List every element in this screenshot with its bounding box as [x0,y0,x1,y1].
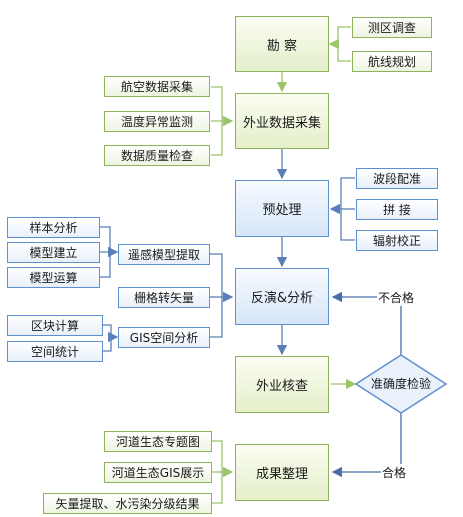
analysis-method-label: 遥感模型提取 [127,248,200,262]
connector-preprocess-tasks [329,177,355,241]
collection-input: 数据质量检查 [104,145,210,166]
connector-survey-tasks [328,26,351,62]
analysis-method-label: 栅格转矢量 [133,291,194,305]
preprocess-task: 辐射校正 [356,230,438,251]
output-item-label: 河道生态GIS展示 [111,466,205,480]
model-task: 模型运算 [7,267,100,288]
collection-input: 温度异常监测 [104,111,210,132]
model-task-label: 样本分析 [29,221,78,235]
step-field-check: 外业核查 [235,356,329,413]
output-item-label: 河道生态专题图 [115,435,200,449]
pass-label: 合格 [381,464,408,481]
step-inversion: 反演&分析 [235,268,329,325]
output-item: 河道生态GIS展示 [104,462,212,483]
preprocess-task-label: 辐射校正 [372,234,421,248]
fail-label: 不合格 [377,289,416,306]
analysis-method: 遥感模型提取 [118,244,210,265]
analysis-method: GIS空间分析 [118,327,210,348]
gis-task-label: 空间统计 [30,345,79,359]
preprocess-task: 拼 接 [356,199,438,220]
collection-input: 航空数据采集 [104,76,210,97]
analysis-method: 栅格转矢量 [118,287,210,308]
connector-outputs [212,440,234,504]
decision-label: 准确度检验 [370,376,431,391]
decision-diamond [354,354,448,414]
step-inversion-label: 反演&分析 [250,291,314,306]
step-preprocess-label: 预处理 [262,203,302,218]
preprocess-task: 波段配准 [356,168,438,189]
survey-task-label: 航线规划 [367,55,416,69]
output-item: 河道生态专题图 [104,431,212,452]
gis-task: 空间统计 [7,341,103,362]
step-field-check-label: 外业核查 [255,379,308,394]
step-survey: 勘 察 [235,16,329,72]
analysis-method-label: GIS空间分析 [129,331,199,345]
step-survey-label: 勘 察 [266,38,298,54]
survey-task: 航线规划 [352,51,432,72]
preprocess-task-label: 拼 接 [383,203,411,217]
connector-analysis-methods [210,253,234,338]
survey-task: 测区调查 [352,17,432,38]
output-item-label: 矢量提取、水污染分级结果 [55,497,200,511]
model-task-label: 模型建立 [29,246,78,260]
connector-model-tasks [100,226,119,278]
step-results-label: 成果整理 [255,467,308,482]
gis-task: 区块计算 [7,315,103,336]
step-results: 成果整理 [235,444,329,501]
step-field-collection: 外业数据采集 [235,93,329,149]
preprocess-task-label: 波段配准 [372,172,421,186]
connector-gis-tasks [103,324,119,352]
survey-task-label: 测区调查 [367,21,416,35]
output-item: 矢量提取、水污染分级结果 [43,493,212,514]
step-field-collection-label: 外业数据采集 [242,115,321,131]
collection-input-label: 航空数据采集 [120,80,193,94]
model-task: 样本分析 [7,217,100,238]
collection-input-label: 温度异常监测 [120,115,193,129]
collection-input-label: 数据质量检查 [120,149,193,163]
model-task: 模型建立 [7,242,100,263]
model-task-label: 模型运算 [29,271,78,285]
step-preprocess: 预处理 [235,180,329,237]
connector-collection-inputs [211,86,234,156]
gis-task-label: 区块计算 [30,319,79,333]
